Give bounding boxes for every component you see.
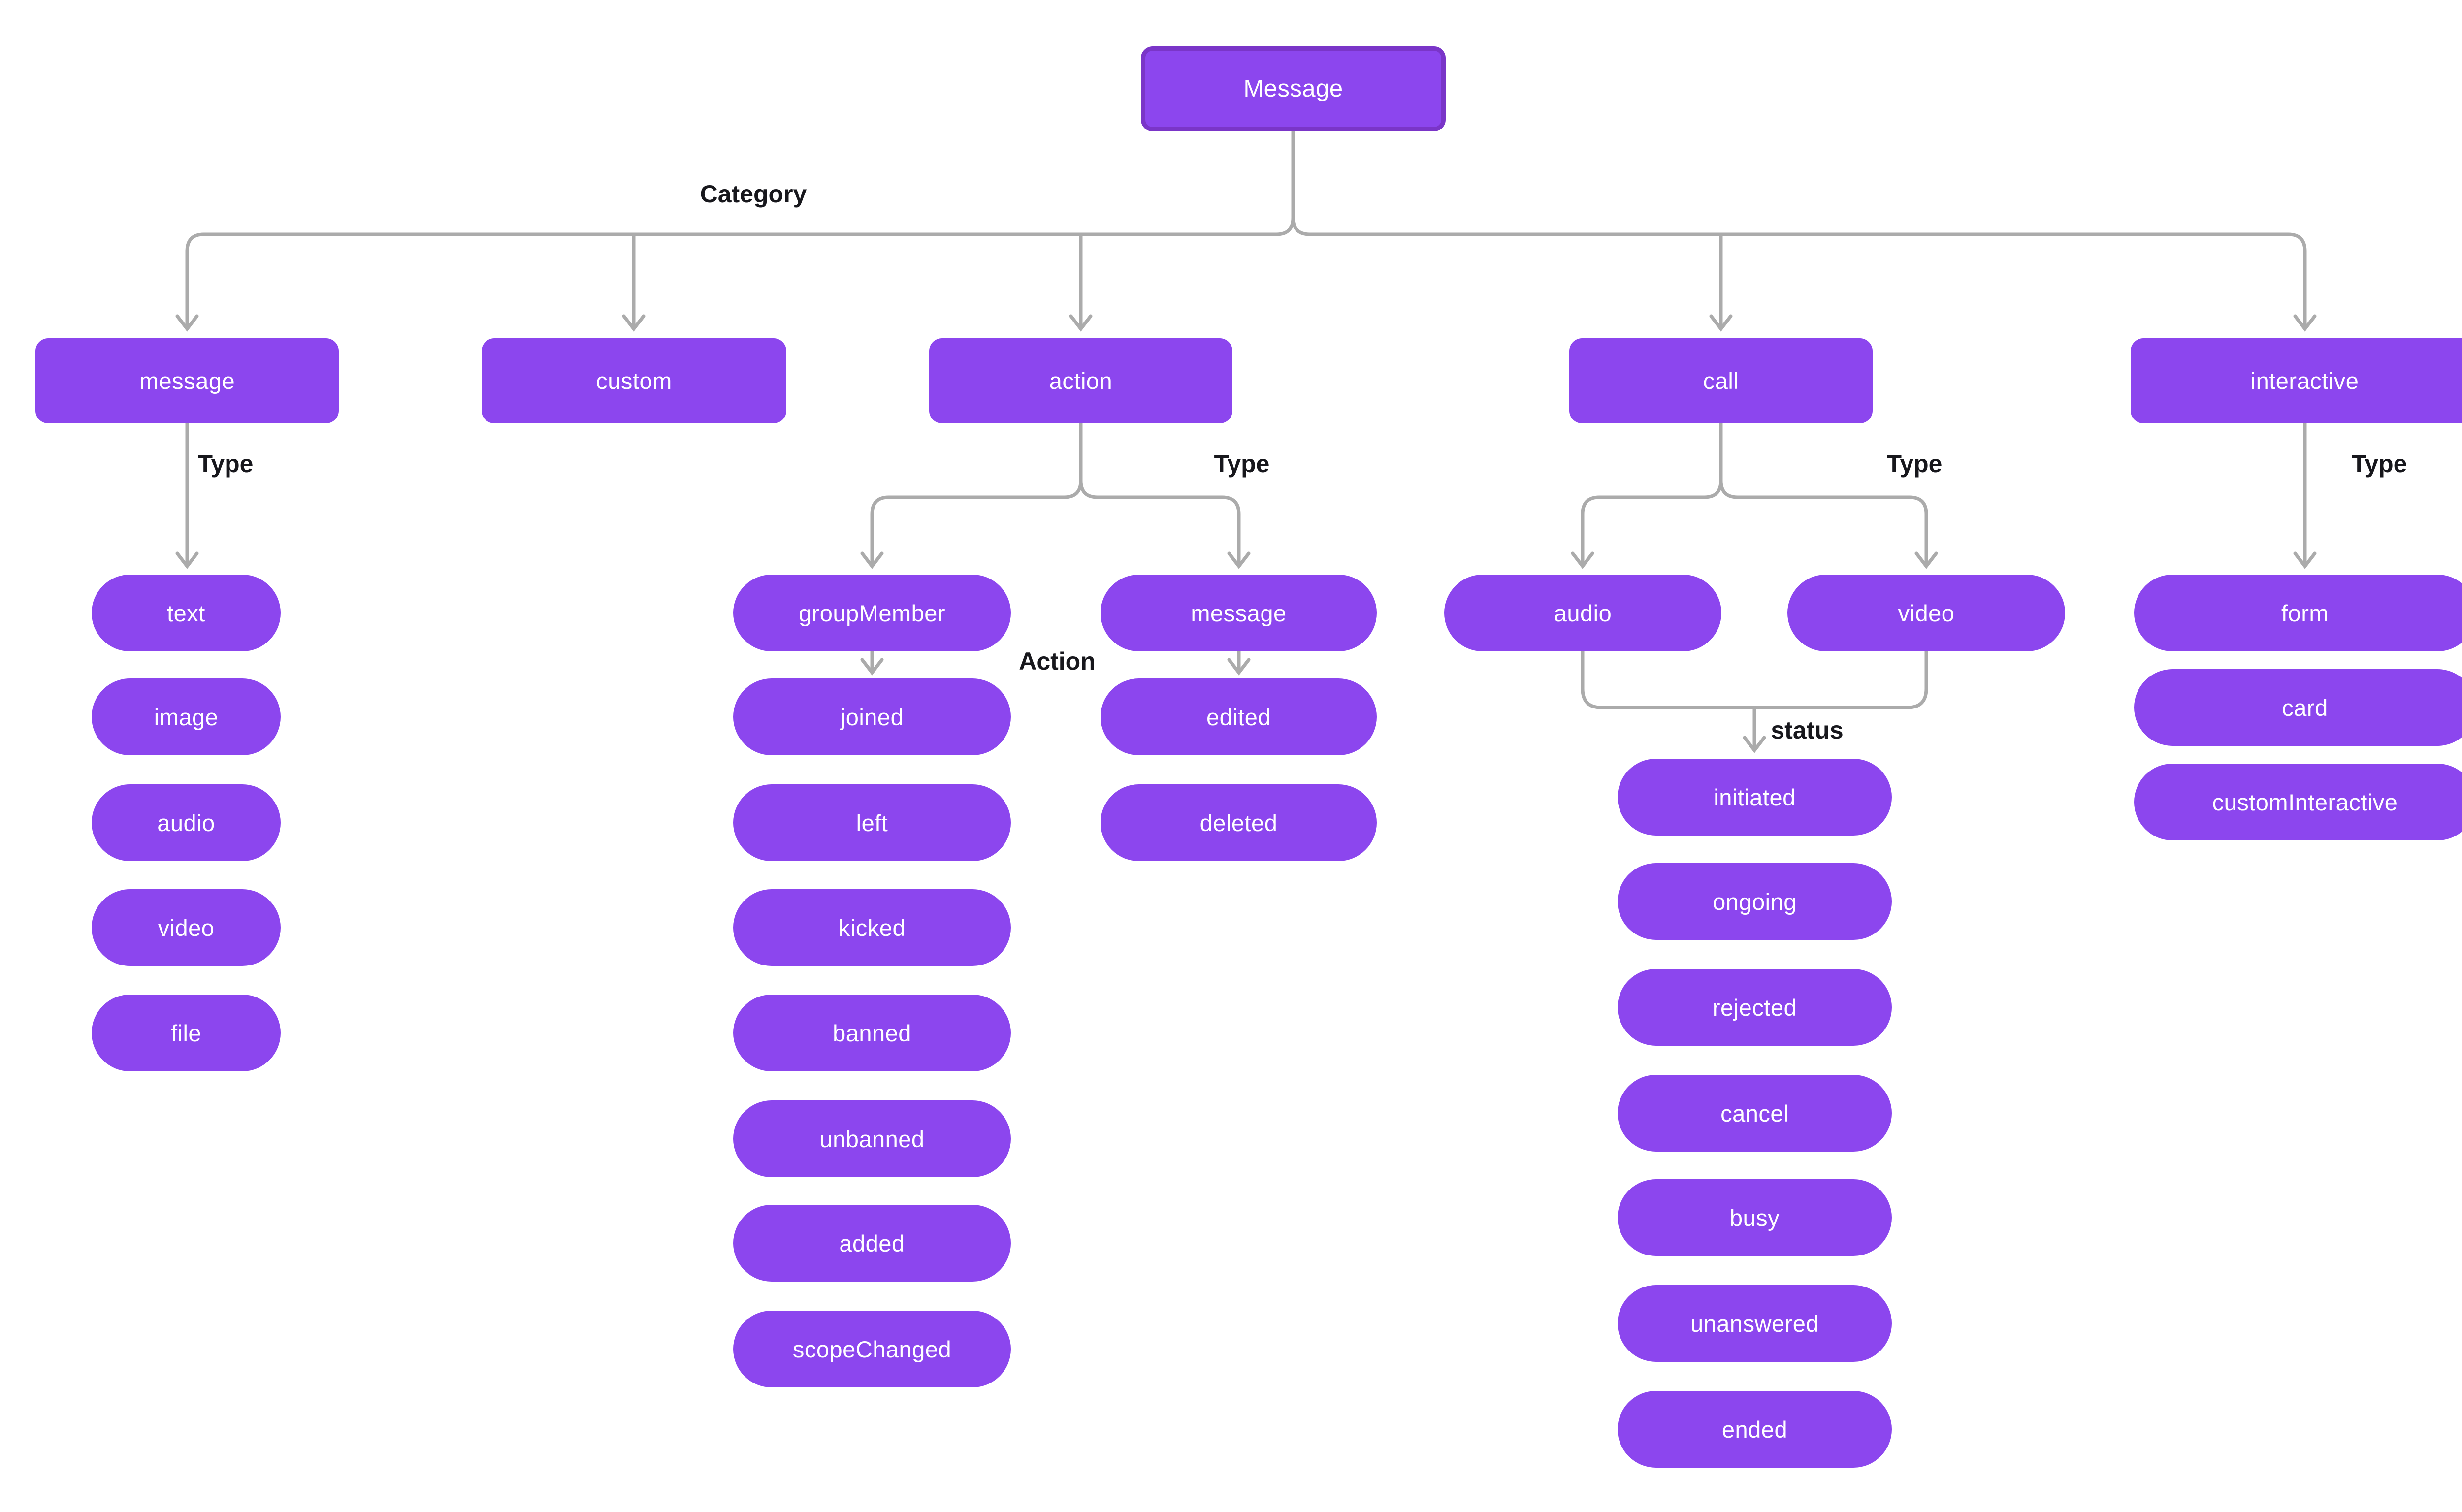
node-message-type-image[interactable]: image — [92, 678, 281, 755]
node-groupmember-action-added[interactable]: added — [733, 1205, 1011, 1282]
label-type-interactive: Type — [2351, 450, 2407, 478]
node-category-interactive[interactable]: interactive — [2131, 338, 2462, 423]
node-category-action[interactable]: action — [929, 338, 1232, 423]
label-type-action: Type — [1214, 450, 1270, 478]
node-message-type-audio[interactable]: audio — [92, 784, 281, 861]
node-call-status-unanswered[interactable]: unanswered — [1618, 1285, 1892, 1362]
node-groupmember-action-unbanned[interactable]: unbanned — [733, 1100, 1011, 1177]
node-message-type-text[interactable]: text — [92, 575, 281, 651]
edge-action-to-groupmember — [860, 423, 1083, 569]
node-call-status-ended[interactable]: ended — [1618, 1391, 1892, 1468]
node-call-status-cancel[interactable]: cancel — [1618, 1075, 1892, 1152]
node-interactive-type-custominteractive[interactable]: customInteractive — [2134, 764, 2462, 840]
node-call-type-video[interactable]: video — [1787, 575, 2065, 651]
edge-root-to-message-category — [175, 131, 1295, 332]
node-message-action-deleted[interactable]: deleted — [1101, 784, 1377, 861]
edge-call-to-video — [1719, 480, 1938, 569]
node-call-status-rejected[interactable]: rejected — [1618, 969, 1892, 1046]
label-action: Action — [1019, 647, 1096, 675]
node-groupmember-action-joined[interactable]: joined — [733, 678, 1011, 755]
node-interactive-type-form[interactable]: form — [2134, 575, 2462, 651]
label-type-call: Type — [1886, 450, 1943, 478]
node-category-call[interactable]: call — [1569, 338, 1873, 423]
node-message-action-edited[interactable]: edited — [1101, 678, 1377, 755]
node-action-type-groupmember[interactable]: groupMember — [733, 575, 1011, 651]
edge-root-to-interactive-category — [1291, 217, 2317, 332]
edge-video-merge — [1754, 651, 1928, 709]
label-status: status — [1771, 716, 1844, 744]
edge-action-to-message-type — [1079, 480, 1251, 569]
node-message-type-video[interactable]: video — [92, 889, 281, 966]
node-call-type-audio[interactable]: audio — [1444, 575, 1721, 651]
node-interactive-type-card[interactable]: card — [2134, 669, 2462, 746]
node-message-root[interactable]: Message — [1141, 46, 1446, 131]
node-message-type-file[interactable]: file — [92, 995, 281, 1071]
edge-audio-merge — [1581, 651, 1754, 709]
label-type-message: Type — [197, 450, 254, 478]
node-groupmember-action-banned[interactable]: banned — [733, 995, 1011, 1071]
node-category-message[interactable]: message — [35, 338, 339, 423]
node-call-status-ongoing[interactable]: ongoing — [1618, 863, 1892, 940]
edge-call-to-audio — [1571, 423, 1723, 569]
label-category: Category — [700, 180, 807, 208]
node-call-status-busy[interactable]: busy — [1618, 1179, 1892, 1256]
node-action-type-message[interactable]: message — [1101, 575, 1377, 651]
node-groupmember-action-scopechanged[interactable]: scopeChanged — [733, 1311, 1011, 1387]
node-call-status-initiated[interactable]: initiated — [1618, 759, 1892, 836]
node-groupmember-action-left[interactable]: left — [733, 784, 1011, 861]
node-groupmember-action-kicked[interactable]: kicked — [733, 889, 1011, 966]
node-category-custom[interactable]: custom — [482, 338, 786, 423]
